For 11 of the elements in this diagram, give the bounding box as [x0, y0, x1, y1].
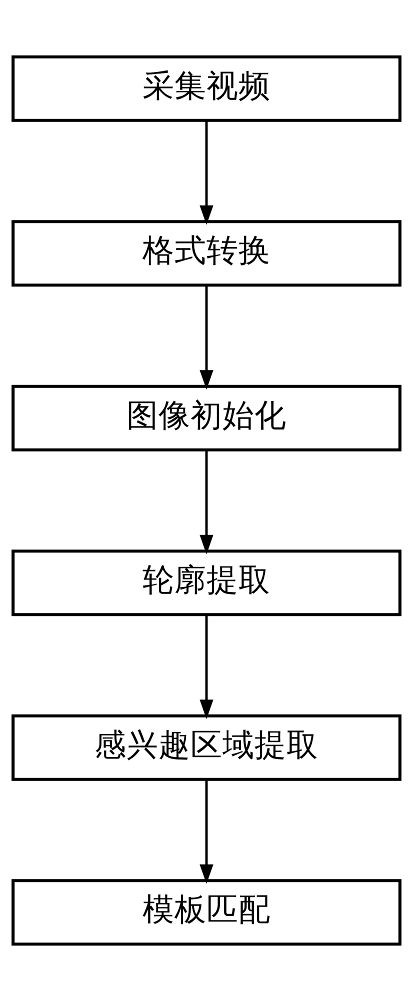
node-box: 模板匹配 — [12, 878, 402, 946]
arrow — [200, 284, 214, 390]
node-box: 采集视频 — [12, 54, 402, 122]
node-box: 轮廓提取 — [12, 549, 402, 616]
arrow — [200, 449, 214, 554]
node-box: 格式转换 — [12, 220, 402, 286]
node-box: 感兴趣区域提取 — [12, 714, 402, 780]
arrow — [200, 614, 214, 719]
arrow — [200, 120, 214, 224]
node-box: 图像初始化 — [12, 384, 402, 451]
arrow — [200, 778, 214, 884]
